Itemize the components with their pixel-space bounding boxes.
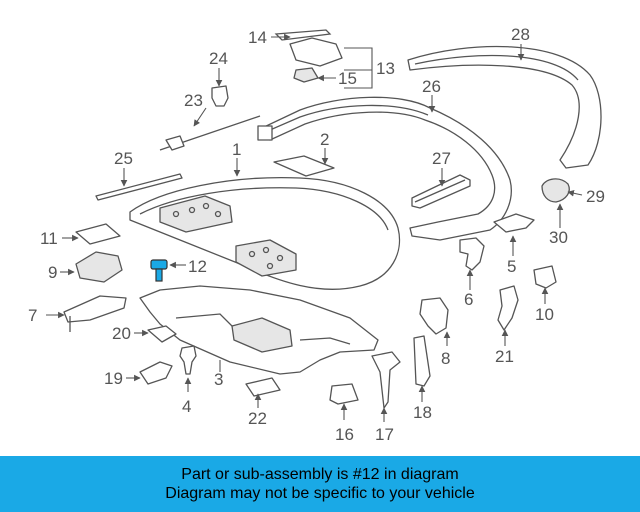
- callout-26: 26: [422, 77, 441, 96]
- callout-6: 6: [464, 290, 473, 309]
- callout-30: 30: [549, 228, 568, 247]
- callout-25: 25: [114, 149, 133, 168]
- parts-diagram: 1 2 3 4 5 6 7 8 9 10 11 12 13 14 15 16 1…: [28, 25, 605, 444]
- callout-22: 22: [248, 409, 267, 428]
- part-10-drawing: [533, 265, 557, 289]
- part-17-drawing: [371, 351, 401, 409]
- callout-13: 13: [376, 59, 395, 78]
- part-6-drawing: [459, 237, 485, 271]
- callout-7: 7: [28, 306, 37, 325]
- callout-27: 27: [432, 149, 451, 168]
- callout-8: 8: [441, 349, 450, 368]
- callout-29: 29: [586, 187, 605, 206]
- callout-labels: 1 2 3 4 5 6 7 8 9 10 11 12 13 14 15 16 1…: [28, 25, 605, 444]
- callout-28: 28: [511, 25, 530, 44]
- callout-19: 19: [104, 369, 123, 388]
- callout-4: 4: [182, 397, 191, 416]
- part-23-drawing: [159, 115, 261, 151]
- callout-17: 17: [375, 425, 394, 444]
- part-20-drawing: [147, 325, 177, 343]
- info-banner: Part or sub-assembly is #12 in diagram D…: [0, 456, 640, 512]
- part-8-drawing: [419, 297, 449, 335]
- callout-9: 9: [48, 263, 57, 282]
- part-1-drawing: [129, 176, 401, 290]
- leader-lines: [46, 33, 583, 422]
- part-16-drawing: [329, 383, 359, 405]
- part-28-drawing: [407, 45, 602, 169]
- callout-2: 2: [320, 130, 329, 149]
- callout-1: 1: [232, 140, 241, 159]
- part-27-drawing: [411, 174, 471, 209]
- banner-line-1: Part or sub-assembly is #12 in diagram: [181, 466, 459, 483]
- part-5-drawing: [493, 213, 535, 233]
- callout-16: 16: [335, 425, 354, 444]
- callout-10: 10: [535, 305, 554, 324]
- part-19-drawing: [139, 361, 173, 385]
- part-21-drawing: [497, 285, 519, 331]
- part-2-drawing: [273, 155, 335, 177]
- part-26-drawing: [257, 96, 512, 241]
- callout-12: 12: [188, 257, 207, 276]
- callout-20: 20: [112, 324, 131, 343]
- part-9-drawing: [75, 251, 123, 283]
- callout-3: 3: [214, 370, 223, 389]
- part-7-drawing: [63, 295, 127, 332]
- callout-5: 5: [507, 257, 516, 276]
- part-29-drawing: [541, 178, 570, 203]
- part-12-highlighted-bolt: [150, 259, 168, 282]
- callout-14: 14: [248, 28, 267, 47]
- callout-24: 24: [209, 49, 228, 68]
- part-3-drawing: [139, 285, 379, 375]
- callout-11: 11: [40, 229, 58, 248]
- part-4-drawing: [179, 345, 197, 375]
- part-22-drawing: [245, 377, 281, 397]
- part-24-drawing: [211, 85, 229, 107]
- callout-18: 18: [413, 403, 432, 422]
- callout-15: 15: [338, 69, 357, 88]
- part-11-drawing: [75, 223, 121, 245]
- part-13-drawing: [274, 29, 343, 83]
- banner-line-2: Diagram may not be specific to your vehi…: [165, 485, 475, 502]
- callout-21: 21: [495, 347, 514, 366]
- callout-23: 23: [184, 91, 203, 110]
- part-18-drawing: [413, 335, 431, 387]
- part-25-drawing: [95, 173, 183, 201]
